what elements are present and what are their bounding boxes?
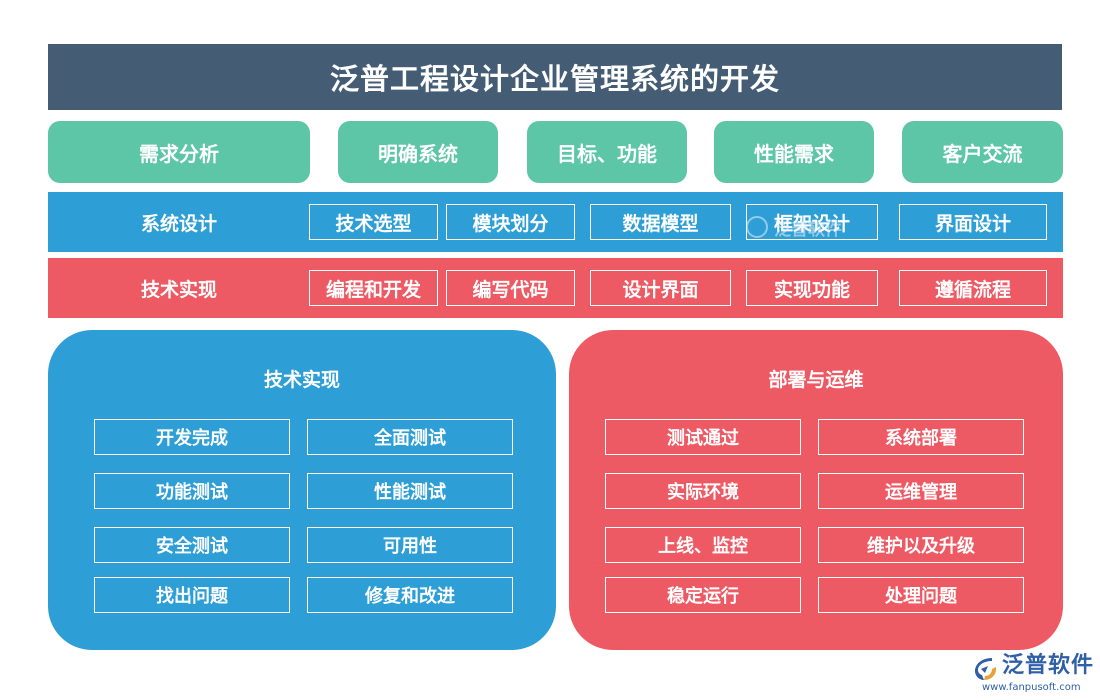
requirement-box-5: 客户交流 bbox=[902, 121, 1063, 183]
deploy-ops-panel: 部署与运维 测试通过 系统部署 实际环境 运维管理 上线、监控 维护以及升级 稳… bbox=[569, 330, 1063, 650]
impl-item-5: 遵循流程 bbox=[899, 270, 1047, 306]
deploy-ops-item-8: 处理问题 bbox=[818, 577, 1024, 613]
deploy-ops-item-2: 系统部署 bbox=[818, 419, 1024, 455]
system-design-band: 系统设计 技术选型 模块划分 数据模型 框架设计 界面设计 bbox=[48, 192, 1063, 252]
tech-impl-item-8: 修复和改进 bbox=[307, 577, 513, 613]
deploy-ops-item-7: 稳定运行 bbox=[605, 577, 801, 613]
tech-impl-item-5: 安全测试 bbox=[94, 527, 290, 563]
tech-impl-panel-title: 技术实现 bbox=[263, 369, 340, 391]
tech-impl-item-4: 性能测试 bbox=[307, 473, 513, 509]
requirement-box-2: 明确系统 bbox=[338, 121, 498, 183]
tech-impl-band: 技术实现 编程和开发 编写代码 设计界面 实现功能 遵循流程 bbox=[48, 258, 1063, 318]
tech-impl-item-3: 功能测试 bbox=[94, 473, 290, 509]
logo-url: www.fanpusoft.com bbox=[982, 682, 1081, 693]
logo-name: 泛普软件 bbox=[1002, 653, 1095, 678]
deploy-ops-item-3: 实际环境 bbox=[605, 473, 801, 509]
tech-impl-item-6: 可用性 bbox=[307, 527, 513, 563]
deploy-ops-item-5: 上线、监控 bbox=[605, 527, 801, 563]
impl-item-2: 编写代码 bbox=[446, 270, 575, 306]
deploy-ops-item-4: 运维管理 bbox=[818, 473, 1024, 509]
tech-impl-label: 技术实现 bbox=[140, 278, 217, 301]
page-title: 泛普工程设计企业管理系统的开发 bbox=[48, 44, 1062, 110]
tech-impl-item-2: 全面测试 bbox=[307, 419, 513, 455]
requirement-box-4: 性能需求 bbox=[714, 121, 874, 183]
design-item-1: 技术选型 bbox=[309, 204, 438, 240]
system-design-label: 系统设计 bbox=[140, 212, 217, 235]
design-item-2: 模块划分 bbox=[446, 204, 575, 240]
fanpu-logo-icon bbox=[975, 658, 997, 680]
impl-item-3: 设计界面 bbox=[590, 270, 731, 306]
fanpu-logo: 泛普软件 www.fanpusoft.com bbox=[970, 652, 1094, 696]
tech-impl-item-1: 开发完成 bbox=[94, 419, 290, 455]
deploy-ops-panel-title: 部署与运维 bbox=[768, 369, 864, 391]
impl-item-1: 编程和开发 bbox=[309, 270, 438, 306]
deploy-ops-item-1: 测试通过 bbox=[605, 419, 801, 455]
design-item-5: 界面设计 bbox=[899, 204, 1047, 240]
requirement-box-1: 需求分析 bbox=[48, 121, 310, 183]
requirement-box-3: 目标、功能 bbox=[527, 121, 687, 183]
design-item-4: 框架设计 bbox=[746, 204, 878, 240]
tech-impl-item-7: 找出问题 bbox=[94, 577, 290, 613]
design-item-3: 数据模型 bbox=[590, 204, 731, 240]
deploy-ops-item-6: 维护以及升级 bbox=[818, 527, 1024, 563]
impl-item-4: 实现功能 bbox=[746, 270, 878, 306]
tech-impl-panel: 技术实现 开发完成 全面测试 功能测试 性能测试 安全测试 可用性 找出问题 修… bbox=[48, 330, 556, 650]
